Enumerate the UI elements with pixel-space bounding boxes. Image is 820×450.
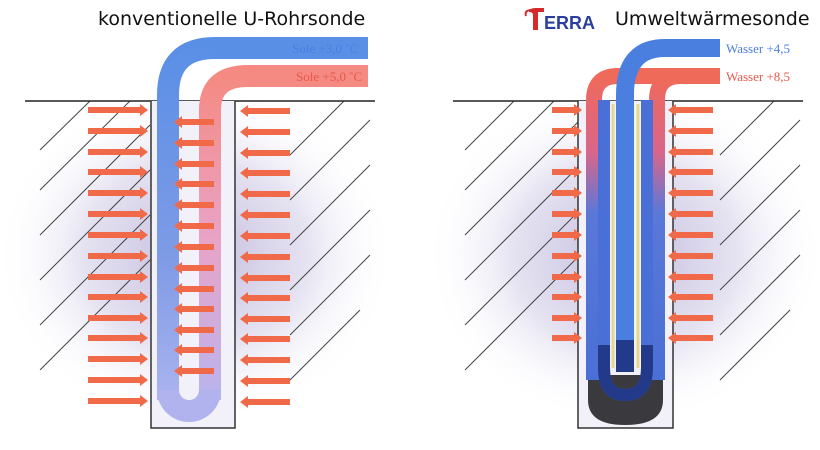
heat-arrow-left-outer bbox=[88, 271, 148, 283]
heat-arrow-left-outer bbox=[88, 187, 148, 199]
heat-arrow-left-outer-right bbox=[240, 105, 290, 117]
heat-arrow-left-outer-right bbox=[240, 209, 290, 221]
terra-logo: ERRA bbox=[524, 8, 595, 33]
heat-arrow-right-outer-right bbox=[668, 291, 713, 303]
heat-arrow-right-outer-right bbox=[668, 208, 713, 220]
heat-arrow-left-inner bbox=[174, 324, 214, 336]
heat-arrow-left-outer bbox=[88, 291, 148, 303]
heat-arrow-left-outer bbox=[88, 374, 148, 386]
heat-arrow-left-inner bbox=[174, 365, 214, 377]
heat-arrow-left-outer bbox=[88, 250, 148, 262]
heat-arrow-right-outer bbox=[552, 208, 582, 220]
label-right-warm: Wasser +8,5 bbox=[726, 69, 791, 84]
heat-arrow-right-outer-right bbox=[668, 104, 713, 116]
heat-arrow-left-inner bbox=[174, 344, 214, 356]
heat-arrow-right-outer bbox=[552, 146, 582, 158]
label-left-warm: Sole +5,0 ˚C bbox=[296, 69, 363, 84]
heat-arrow-left-outer bbox=[88, 166, 148, 178]
heat-arrow-right-outer-right bbox=[668, 312, 713, 324]
probe-inner-shell-right-bottom bbox=[598, 345, 653, 402]
heat-arrow-left-outer bbox=[88, 104, 148, 116]
heat-arrow-left-outer-right bbox=[240, 354, 290, 366]
heat-arrow-left-inner bbox=[174, 116, 214, 128]
terra-logo-text: ERRA bbox=[544, 13, 595, 33]
heat-arrow-left-inner bbox=[174, 303, 214, 315]
heat-arrow-left-outer-right bbox=[240, 272, 290, 284]
heat-arrow-right-outer bbox=[552, 166, 582, 178]
heat-arrow-right-outer bbox=[552, 271, 582, 283]
heat-arrow-right-outer-right bbox=[668, 332, 713, 344]
heat-arrow-left-inner bbox=[174, 283, 214, 295]
heat-arrow-right-outer bbox=[552, 125, 582, 137]
heat-arrow-left-inner bbox=[174, 262, 214, 274]
heat-arrow-left-outer-right bbox=[240, 251, 290, 263]
heat-arrow-right-outer bbox=[552, 104, 582, 116]
cold-pipe-left bbox=[157, 37, 368, 400]
u-bend-left bbox=[157, 390, 221, 422]
heat-arrow-right-outer-right bbox=[668, 125, 713, 137]
heat-arrow-left-outer-right bbox=[240, 396, 290, 408]
heat-arrow-right-outer-right bbox=[668, 229, 713, 241]
heat-arrow-left-inner bbox=[174, 241, 214, 253]
label-left-cold: Sole +3,0 ˚C bbox=[292, 41, 359, 56]
title-left: konventionelle U-Rohrsonde bbox=[98, 8, 366, 30]
heat-arrow-left-outer-right bbox=[240, 292, 290, 304]
heat-arrow-left-outer-right bbox=[240, 126, 290, 138]
label-right-cold: Wasser +4,5 bbox=[726, 41, 791, 56]
heat-arrow-right-outer bbox=[552, 250, 582, 262]
heat-arrow-right-outer bbox=[552, 291, 582, 303]
heat-flow-arrows-right bbox=[552, 104, 713, 344]
ground-hatching-right bbox=[464, 101, 801, 381]
heat-arrow-left-outer bbox=[88, 146, 148, 158]
heat-arrow-left-inner bbox=[174, 220, 214, 232]
heat-arrow-right-outer bbox=[552, 312, 582, 324]
heat-arrow-left-inner bbox=[174, 178, 214, 190]
heat-arrow-left-outer-right bbox=[240, 167, 290, 179]
heat-arrow-right-outer bbox=[552, 229, 582, 241]
heat-arrow-left-outer-right bbox=[240, 147, 290, 159]
heat-arrow-left-outer bbox=[88, 229, 148, 241]
heat-arrow-left-outer bbox=[88, 312, 148, 324]
heat-arrow-right-outer-right bbox=[668, 146, 713, 158]
heat-arrow-left-outer-right bbox=[240, 375, 290, 387]
heat-arrow-left-inner bbox=[174, 199, 214, 211]
cold-pipe-right bbox=[616, 39, 720, 368]
heat-arrow-right-outer-right bbox=[668, 166, 713, 178]
heat-arrow-left-inner bbox=[174, 158, 214, 170]
heat-arrow-left-outer bbox=[88, 332, 148, 344]
heat-arrow-left-outer bbox=[88, 125, 148, 137]
heat-flow-arrows-left bbox=[88, 104, 290, 408]
heat-arrow-left-outer bbox=[88, 353, 148, 365]
heat-arrow-right-outer bbox=[552, 187, 582, 199]
heat-arrow-left-outer-right bbox=[240, 333, 290, 345]
ground-hatching-left bbox=[39, 101, 371, 381]
heat-arrow-left-outer bbox=[88, 395, 148, 407]
heat-arrow-left-outer-right bbox=[240, 188, 290, 200]
heat-arrow-left-outer-right bbox=[240, 313, 290, 325]
heat-arrow-left-outer bbox=[88, 208, 148, 220]
heat-arrow-right-outer-right bbox=[668, 271, 713, 283]
title-right: Umweltwärmesonde bbox=[615, 8, 810, 30]
heat-arrow-right-outer-right bbox=[668, 250, 713, 262]
heat-arrow-right-outer-right bbox=[668, 187, 713, 199]
heat-arrow-left-inner bbox=[174, 137, 214, 149]
warm-pipe-left bbox=[199, 65, 368, 400]
heat-arrow-right-outer bbox=[552, 332, 582, 344]
heat-arrow-left-outer-right bbox=[240, 230, 290, 242]
